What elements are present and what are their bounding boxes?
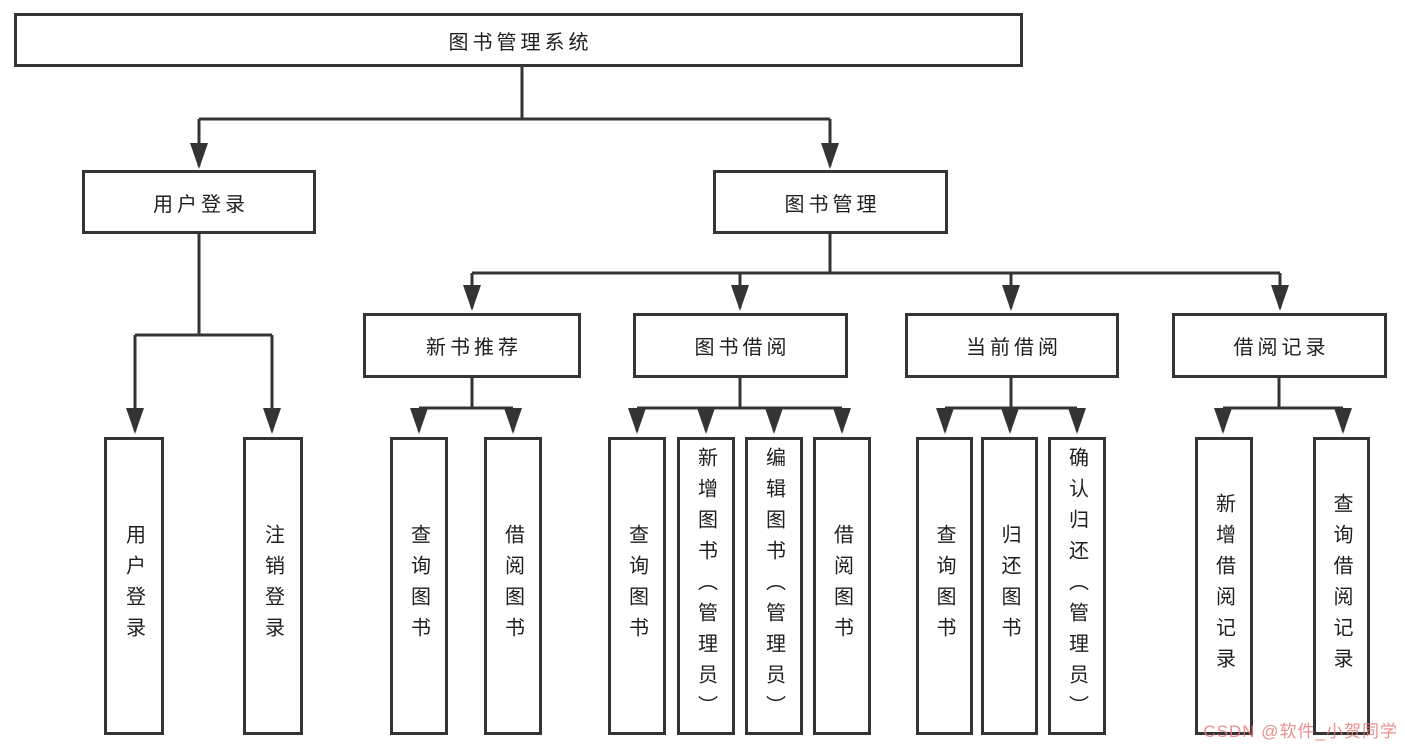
- node-label: 图书借阅: [694, 337, 791, 359]
- node-label: 借阅记录: [1233, 337, 1330, 359]
- leaf-label: 新增借阅记录: [1212, 493, 1235, 679]
- leaf-label: 借阅图书: [501, 524, 524, 648]
- leaf-query-book-recommend: 查询图书: [390, 437, 448, 735]
- node-user-login: 用户登录: [82, 170, 316, 234]
- leaf-label: 查询图书: [625, 524, 648, 648]
- node-current-borrow: 当前借阅: [905, 313, 1119, 378]
- node-label: 新书推荐: [426, 337, 522, 359]
- leaf-label: 确认归还（管理员）: [1065, 446, 1088, 726]
- leaf-label: 借阅图书: [830, 524, 853, 648]
- leaf-label: 用户登录: [122, 524, 145, 648]
- node-new-book-recommend: 新书推荐: [363, 313, 581, 378]
- leaf-logout: 注销登录: [243, 437, 303, 735]
- leaf-label: 查询图书: [407, 524, 430, 648]
- leaf-label: 查询图书: [933, 524, 955, 648]
- watermark: CSDN @软件_小贺同学: [1203, 722, 1398, 741]
- leaf-label: 注销登录: [261, 524, 284, 648]
- leaf-borrow-book-recommend: 借阅图书: [484, 437, 542, 735]
- node-library-management-system: 图书管理系统: [14, 13, 1023, 67]
- node-borrow-record: 借阅记录: [1172, 313, 1387, 378]
- node-label: 当前借阅: [966, 337, 1062, 359]
- node-label: 图书管理系统: [448, 31, 593, 54]
- leaf-query-book-current: 查询图书: [916, 437, 973, 735]
- leaf-add-book-admin: 新增图书（管理员）: [677, 437, 735, 735]
- leaf-query-borrow-record: 查询借阅记录: [1313, 437, 1370, 735]
- leaf-edit-book-admin: 编辑图书（管理员）: [745, 437, 803, 735]
- leaf-label: 查询借阅记录: [1330, 493, 1352, 679]
- node-book-management: 图书管理: [713, 170, 948, 234]
- leaf-user-login: 用户登录: [104, 437, 164, 735]
- leaf-label: 归还图书: [998, 524, 1020, 648]
- leaf-query-book: 查询图书: [608, 437, 666, 735]
- node-book-borrow: 图书借阅: [633, 313, 848, 378]
- leaf-label: 编辑图书（管理员）: [762, 446, 785, 726]
- leaf-label: 新增图书（管理员）: [694, 446, 717, 726]
- node-label: 图书管理: [784, 193, 881, 216]
- leaf-add-borrow-record: 新增借阅记录: [1195, 437, 1253, 735]
- node-label: 用户登录: [153, 193, 249, 216]
- leaf-confirm-return-admin: 确认归还（管理员）: [1048, 437, 1106, 735]
- leaf-borrow-book: 借阅图书: [813, 437, 871, 735]
- leaf-return-book: 归还图书: [981, 437, 1038, 735]
